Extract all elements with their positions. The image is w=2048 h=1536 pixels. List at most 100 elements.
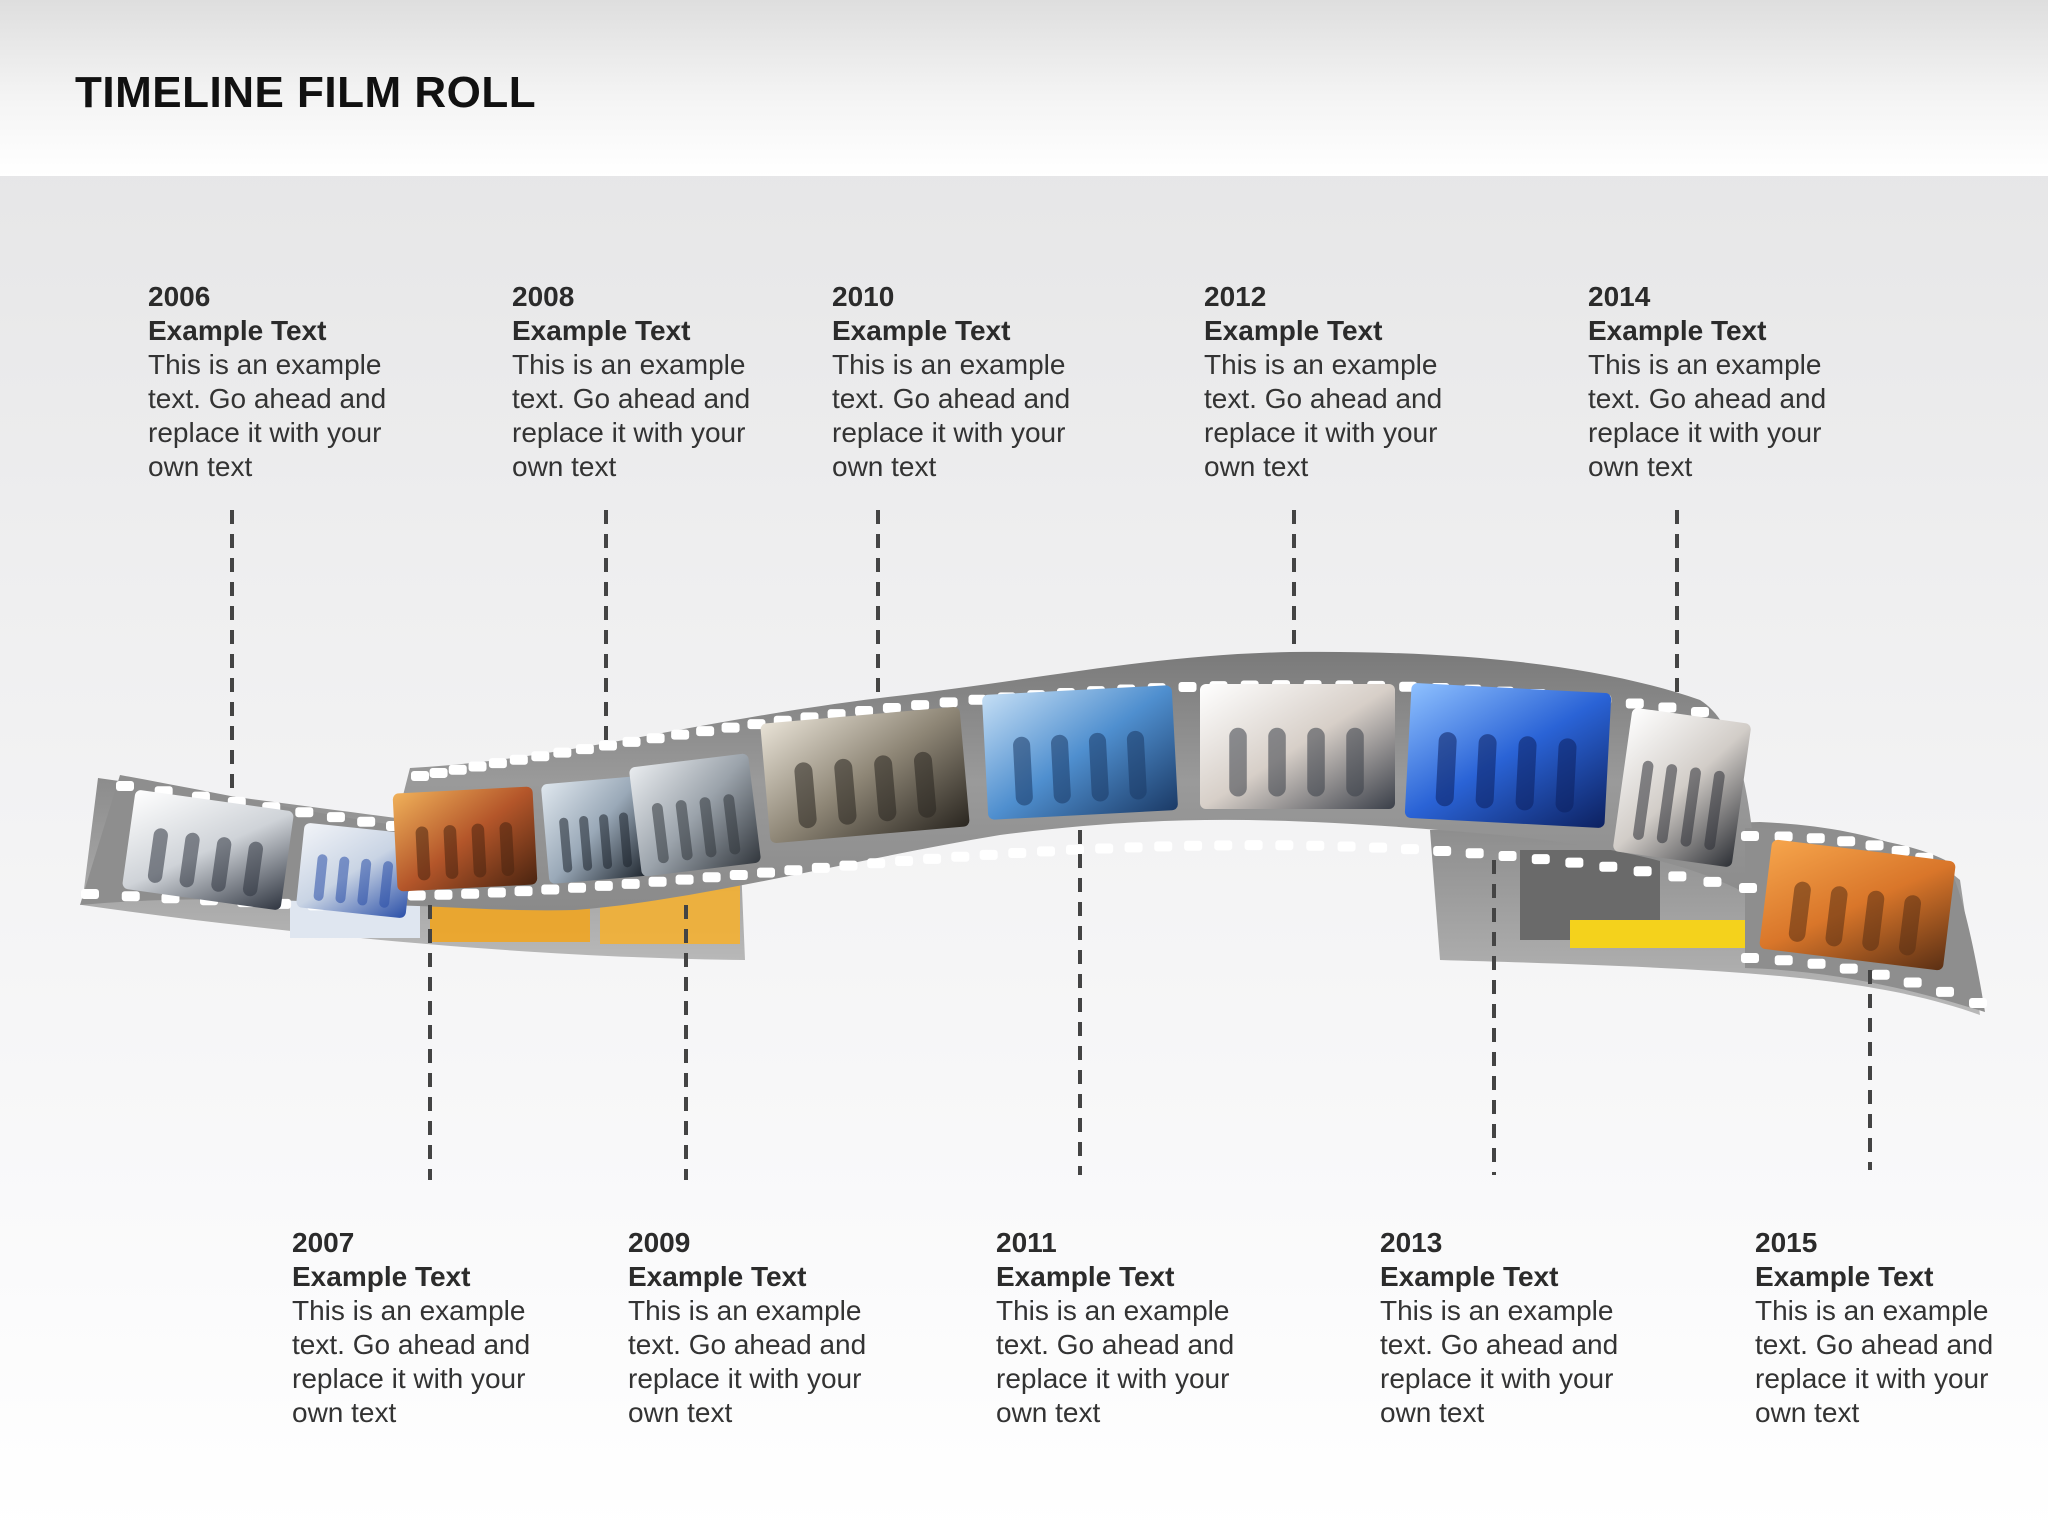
frame-detail [1862,890,1885,951]
sprocket-hole [1244,840,1263,851]
sprocket-hole [1839,963,1858,974]
timeline-description: This is an example text. Go ahead and re… [512,349,751,482]
silhouettes-photo [541,776,649,884]
sprocket-hole [1625,698,1644,709]
frame-detail [1515,736,1537,811]
frame-detail [1229,727,1247,797]
sprocket-hole [621,878,640,889]
frame-detail [874,755,897,822]
sprocket-hole [1936,986,1955,997]
sprocket-hole [1154,841,1173,852]
timeline-entry-2014: 2014 Example Text This is an example tex… [1588,280,1878,484]
sprocket-hole [461,888,480,899]
sprocket-hole [675,874,694,885]
timeline-year: 2006 [148,281,211,312]
frame-detail [1126,730,1147,800]
frame-detail [1050,734,1071,804]
timeline-year: 2009 [628,1227,691,1258]
timeline-year: 2011 [996,1227,1057,1258]
page-title: TIMELINE FILM ROLL [75,68,537,117]
film-frames [122,683,1956,971]
timeline-heading: Example Text [628,1261,807,1292]
timeline-heading: Example Text [832,315,1011,346]
timeline-entry-2015: 2015 Example Text This is an example tex… [1755,1226,2035,1430]
sprocket-hole [1837,836,1856,847]
sprocket-hole [1903,977,1922,988]
sprocket-hole [1871,969,1890,980]
sprocket-hole [867,858,886,869]
sprocket-hole [531,751,550,762]
sprocket-hole [1658,702,1677,713]
sprocket-hole [1124,842,1143,853]
sprocket-hole [1865,840,1884,851]
timeline-entry-2009: 2009 Example Text This is an example tex… [628,1226,918,1430]
timeline-heading: Example Text [1204,315,1383,346]
frame-detail [242,841,264,897]
sprocket-hole [1565,857,1584,868]
sprocket-hole [648,876,667,887]
sprocket-hole [568,882,587,893]
sprocket-hole [1369,842,1388,853]
timeline-year: 2012 [1204,281,1267,312]
crowd-hall-photo [760,707,970,843]
sprocket-hole [1633,866,1652,877]
frame-image [629,753,761,877]
sprocket-hole [671,729,690,740]
frame-image [760,707,970,843]
sprocket-hole [729,869,748,880]
business-group-photo [1613,708,1751,867]
frame-detail [415,826,431,881]
frame-detail [699,797,717,858]
sprocket-hole [1774,955,1793,966]
frame-detail [147,828,168,883]
sprocket-hole [882,702,901,713]
sprocket-hole [757,867,776,878]
sprocket-hole [622,736,641,747]
sprocket-hole [939,697,958,708]
timeline-entry-2008: 2008 Example Text This is an example tex… [512,280,802,484]
timeline-heading: Example Text [1588,315,1767,346]
timeline-entry-2006: 2006 Example Text This is an example tex… [148,280,438,484]
sprocket-hole [1498,850,1517,861]
timeline-entry-2010: 2010 Example Text This is an example tex… [832,280,1122,484]
sprocket-hole [1433,846,1452,857]
frame-detail [913,751,937,818]
timeline-heading: Example Text [1755,1261,1934,1292]
timeline-year: 2007 [292,1227,355,1258]
sprocket-hole [434,889,453,900]
title-banner: TIMELINE FILM ROLL [0,0,2048,176]
timeline-description: This is an example text. Go ahead and re… [1380,1295,1619,1428]
sprocket-hole [509,754,528,765]
frame-detail [1633,760,1654,840]
sprocket-hole [1214,840,1233,851]
frame-image [392,786,538,892]
frame-detail [1680,767,1701,847]
sprocket-hole [1008,848,1027,858]
frame-detail [723,794,741,855]
frame-detail [313,854,328,901]
timeline-description: This is an example text. Go ahead and re… [148,349,387,482]
frame-detail [794,762,817,829]
timeline-heading: Example Text [512,315,691,346]
sprocket-hole [1599,861,1618,872]
sprocket-hole [553,747,572,758]
sprocket-hole [1178,681,1197,692]
frame-detail [834,758,857,825]
sprocket-hole [326,812,345,823]
sprocket-hole [598,740,617,751]
timeline-year: 2014 [1588,281,1651,312]
frame-detail [559,817,573,873]
timeline-description: This is an example text. Go ahead and re… [1204,349,1443,482]
sprocket-hole [575,744,594,755]
sprocket-hole [839,860,858,871]
sprocket-hole [448,764,467,775]
sprocket-hole [468,761,487,772]
sprocket-hole [811,862,830,873]
running-race-photo [1759,839,1956,971]
sprocket-hole [646,733,665,744]
sprocket-hole [1774,831,1793,842]
timeline-year: 2008 [512,281,575,312]
sprocket-hole [121,891,140,902]
sprocket-hole [116,781,134,791]
frame-detail [1307,727,1325,797]
